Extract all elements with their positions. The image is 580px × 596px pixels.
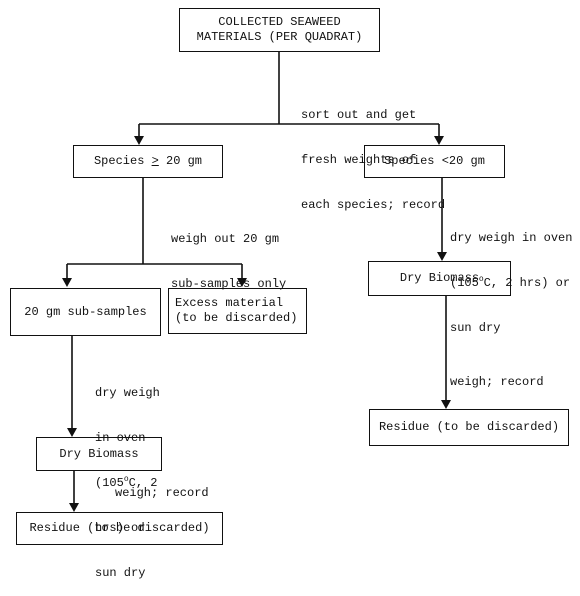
dry-biomass-right-box: Dry Biomass [368,261,511,296]
residue-left-box: Residue (to be discarded) [16,512,223,545]
weigh-record-right-note: weigh; record [450,375,544,389]
dry-biomass-left-label: Dry Biomass [59,446,139,461]
collected-seaweed-box: COLLECTED SEAWEED MATERIALS (PER QUADRAT… [179,8,380,52]
arrowhead-subsamples [62,278,72,287]
weigh-out-note: weigh out 20 gm sub-samples only [171,202,286,307]
arrowhead-excess [237,278,247,287]
species-ge-suffix: 20 gm [158,154,203,168]
dry-right-line2: (105oC, 2 hrs) or [450,276,572,291]
arrowhead-dry-left [67,428,77,437]
dry-left-line2: in oven [95,431,146,445]
subsamples-box: 20 gm sub-samples [10,288,161,336]
dry-weigh-right-note: dry weigh in oven (105oC, 2 hrs) or sun … [450,201,572,351]
arrowhead-species-lt [434,136,444,145]
sort-note-line3: each species; record [301,198,446,212]
collected-box-line1: COLLECTED SEAWEED [218,15,341,29]
sort-note: sort out and get fresh weights of each s… [301,78,445,228]
species-lt-label: Species <20 gm [384,154,485,168]
dry-right-line3: sun dry [450,321,501,335]
species-lt-20-box: Species <20 gm [364,145,505,178]
dry-biomass-left-box: Dry Biomass [36,437,162,471]
flowchart-connectors [62,51,451,512]
arrowhead-dry-right [437,252,447,261]
weigh-record-left-note: weigh; record [115,486,209,500]
dry-right-temp: (105 [450,276,479,290]
dry-weigh-left-note: dry weigh in oven (105oC, 2 hrs) or sun … [95,356,160,596]
dry-left-line1: dry weigh [95,386,160,400]
sort-note-line1: sort out and get [301,108,417,122]
weigh-out-line1: weigh out 20 gm [171,232,280,246]
collected-box-line2: MATERIALS (PER QUADRAT) [196,30,363,44]
residue-left-label: Residue (to be discarded) [29,521,210,535]
dry-biomass-right-label: Dry Biomass [399,271,480,285]
species-ge-label: Species > 20 gm [94,154,202,169]
arrowhead-residue-right [441,400,451,409]
greater-equal-symbol: > [151,154,159,168]
dry-left-temp-unit: C, 2 [128,476,158,490]
excess-line1: Excess material [175,296,284,310]
arrowhead-species-ge [134,136,144,145]
degree-sup: o [123,475,129,484]
arrowhead-residue-left [69,503,79,512]
sort-note-line2: fresh weights of [301,153,417,167]
excess-line2: (to be discarded) [175,311,298,325]
dry-left-temp: (105 [95,476,124,490]
dry-right-temp-unit: C, 2 hrs) or [483,276,571,290]
residue-right-label: Residue (to be discarded) [378,420,560,434]
species-ge-20-box: Species > 20 gm [73,145,223,178]
dry-left-line4: hrs) or [95,521,146,535]
dry-left-line5: sun dry [95,566,146,580]
weigh-out-line2: sub-samples only [171,277,287,291]
dry-right-line1: dry weigh in oven [450,231,573,245]
residue-right-box: Residue (to be discarded) [369,409,569,446]
subsamples-label: 20 gm sub-samples [24,304,147,319]
degree-sup: o [478,275,484,284]
excess-material-box: Excess material (to be discarded) [168,288,307,334]
species-ge-prefix: Species [93,154,152,168]
dry-left-line3: (105oC, 2 [95,476,160,491]
